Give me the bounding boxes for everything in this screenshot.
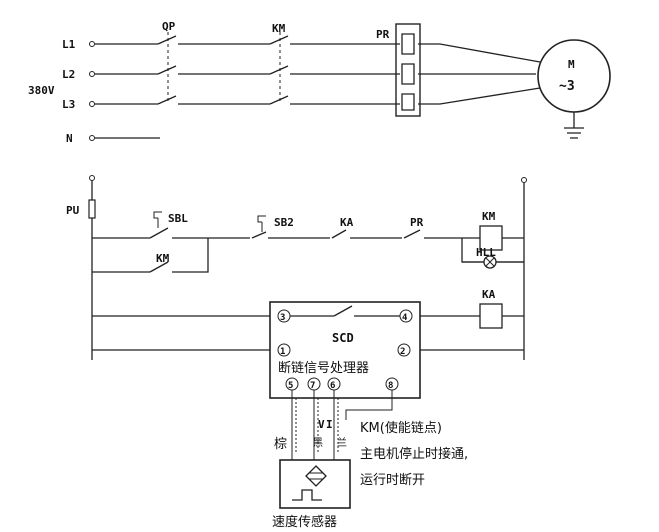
- note-line-3: 运行时断开: [360, 473, 425, 488]
- processor-terminal-2-label: 2: [400, 347, 405, 357]
- sensor-section: V I 棕 黑 兰 速度传感器: [272, 390, 393, 530]
- sensor-wire-v: V: [318, 418, 325, 431]
- km-coil-label: KM: [482, 210, 496, 223]
- pulse-icon: [292, 489, 322, 501]
- relay-element-3: [401, 93, 415, 111]
- note-line-2: 主电机停止时接通,: [360, 446, 468, 462]
- note-line-1: KM(使能链点): [360, 420, 442, 436]
- wire-l1: [95, 35, 541, 63]
- signal-processor: 3 4 1 2 SCD 断链信号处理器 5 7 6 8: [269, 301, 421, 399]
- ground-icon: [564, 112, 584, 139]
- sb2-actuator: [257, 215, 266, 232]
- ka-coil: [479, 303, 503, 329]
- ka-coil-label: KA: [482, 288, 496, 301]
- sb1-actuator: [153, 211, 162, 228]
- breaker-label: QP: [162, 20, 176, 33]
- terminal-l2: [89, 71, 95, 77]
- wire-l2: [95, 65, 536, 75]
- processor-code: SCD: [332, 331, 354, 345]
- motor-label: M: [568, 58, 575, 71]
- terminal-n: [89, 135, 95, 141]
- line-label-l1: L1: [62, 38, 76, 51]
- sensor-diamond-lines: [309, 472, 323, 480]
- terminal-l1: [89, 41, 95, 47]
- processor-internal-contact: [290, 305, 400, 317]
- lamp-label: HLL: [476, 246, 496, 259]
- processor-terminal-3-label: 3: [280, 313, 285, 323]
- processor-name: 断链信号处理器: [278, 361, 369, 376]
- line-label-l2: L2: [62, 68, 75, 81]
- relay-label: PR: [376, 28, 390, 41]
- sensor-wire-i: I: [326, 418, 333, 431]
- sb1-label: SBL: [168, 212, 188, 225]
- sb2-label: SB2: [274, 216, 294, 229]
- lamp-cross: [485, 257, 495, 267]
- wire-color-blue: 兰: [337, 436, 347, 449]
- km-coil: [479, 225, 503, 251]
- contactor-label: KM: [272, 22, 286, 35]
- sensor-name: 速度传感器: [272, 514, 337, 530]
- relay-element-2: [401, 63, 415, 85]
- protector-fuse: [88, 199, 96, 219]
- processor-terminal-8-label: 8: [388, 381, 393, 391]
- processor-terminal-1: [277, 343, 291, 357]
- ka-contact-label: KA: [340, 216, 354, 229]
- processor-terminal-4-label: 4: [402, 313, 408, 323]
- line-label-n: N: [66, 132, 73, 145]
- processor-terminal-7-label: 7: [310, 381, 315, 391]
- control-terminal-right: [521, 177, 527, 183]
- processor-terminal-1-label: 1: [280, 347, 285, 357]
- relay-element-1: [401, 33, 415, 55]
- voltage-label: 380V: [28, 84, 55, 97]
- sensor-cable-sheath: [295, 398, 339, 452]
- rung-1: [92, 227, 524, 273]
- relay-housing: [395, 23, 421, 117]
- protector-label: PU: [66, 204, 80, 217]
- enable-note: KM(使能链点) 主电机停止时接通, 运行时断开: [360, 420, 468, 488]
- km-holding-contact: [92, 261, 200, 273]
- processor-terminal-6-label: 6: [330, 381, 335, 391]
- pr-contact-label: PR: [410, 216, 424, 229]
- power-circuit: L1 L2 L3 N 380V QP KM PR M ~3: [28, 20, 611, 145]
- terminal-l3: [89, 101, 95, 107]
- processor-terminal-5-label: 5: [288, 381, 293, 391]
- wire-color-black: 黑: [313, 437, 323, 449]
- processor-terminal-2: [397, 343, 411, 357]
- wire-l3: [95, 87, 541, 105]
- motor-phase-label: ~3: [559, 79, 575, 94]
- wire-color-brown: 棕: [274, 437, 287, 452]
- sensor-wires: [291, 390, 335, 460]
- control-terminal-left: [89, 175, 95, 181]
- line-label-l3: L3: [62, 98, 75, 111]
- motor-symbol: [537, 39, 611, 113]
- km-contact-label: KM: [156, 252, 170, 265]
- km-enable-wire: [345, 390, 393, 420]
